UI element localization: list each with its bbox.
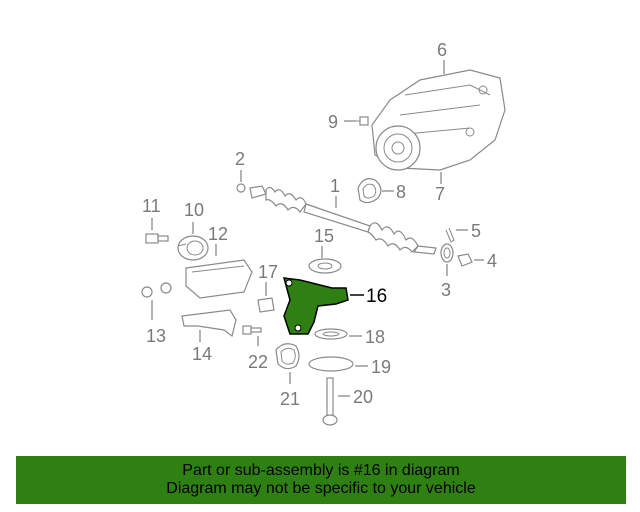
label-14[interactable]: 14 [192, 344, 212, 364]
part-21-gasket[interactable] [275, 343, 300, 370]
label-18[interactable]: 18 [365, 327, 385, 347]
part-12-bracket[interactable] [185, 259, 253, 299]
label-2[interactable]: 2 [235, 149, 245, 169]
banner-line-1: Part or sub-assembly is #16 in diagram [182, 462, 460, 479]
info-banner: Part or sub-assembly is #16 in diagram D… [16, 456, 626, 504]
label-16[interactable]: 16 [366, 286, 387, 307]
part-2-clip[interactable] [236, 183, 246, 193]
label-3[interactable]: 3 [441, 280, 451, 300]
part-5-clip[interactable] [445, 227, 455, 243]
label-8[interactable]: 8 [396, 182, 406, 202]
part-17-clip[interactable] [257, 297, 275, 313]
label-19[interactable]: 19 [371, 357, 391, 377]
part-10-bushing[interactable] [177, 235, 209, 261]
part-15-bushing[interactable] [308, 258, 342, 274]
label-10[interactable]: 10 [184, 200, 204, 220]
label-22[interactable]: 22 [248, 352, 268, 372]
part-11-bolt[interactable] [145, 233, 169, 244]
label-12[interactable]: 12 [208, 224, 228, 244]
part-6-differential-housing[interactable] [371, 69, 506, 171]
part-18-washer[interactable] [314, 328, 348, 340]
part-16-mount-bracket[interactable] [282, 277, 349, 335]
label-4[interactable]: 4 [487, 251, 497, 271]
label-21[interactable]: 21 [280, 389, 300, 409]
part-1-axle-shaft[interactable] [249, 185, 437, 255]
part-8-gasket[interactable] [357, 178, 382, 204]
label-17[interactable]: 17 [258, 262, 278, 282]
part-19-plate[interactable] [308, 356, 354, 372]
part-20-bolt[interactable] [322, 377, 338, 426]
banner-line-2: Diagram may not be specific to your vehi… [166, 480, 476, 497]
part-13-fasteners[interactable] [141, 282, 172, 298]
part-22-bolt[interactable] [242, 325, 262, 335]
part-3-seal[interactable] [440, 243, 454, 263]
label-11[interactable]: 11 [142, 196, 161, 216]
label-1[interactable]: 1 [330, 176, 340, 196]
label-15[interactable]: 15 [314, 226, 334, 246]
label-7[interactable]: 7 [435, 184, 445, 204]
label-20[interactable]: 20 [353, 387, 373, 407]
part-4-cap[interactable] [457, 253, 473, 267]
label-13[interactable]: 13 [146, 326, 166, 346]
part-14-shield[interactable] [181, 309, 237, 338]
label-9[interactable]: 9 [328, 112, 338, 132]
label-6[interactable]: 6 [437, 40, 447, 60]
label-5[interactable]: 5 [471, 221, 481, 241]
